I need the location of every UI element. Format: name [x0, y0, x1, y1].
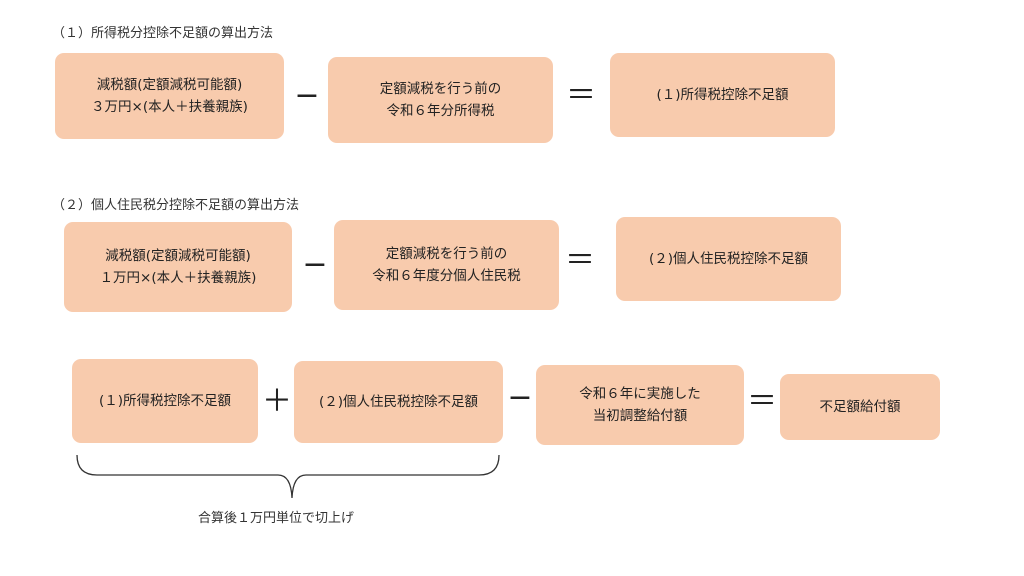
section2-minus-operator: −	[302, 247, 328, 282]
section2-box3-line1: (２)個人住民税控除不足額	[648, 251, 809, 267]
section2-heading: （２）個人住民税分控除不足額の算出方法	[52, 198, 300, 213]
section1-heading: （１）所得税分控除不足額の算出方法	[52, 26, 274, 41]
section3-box2-line1: (２)個人住民税控除不足額	[318, 394, 479, 410]
section3-resident-tax-shortfall-box: (２)個人住民税控除不足額	[294, 361, 503, 443]
section3-box3-line2: 当初調整給付額	[592, 408, 688, 424]
section1-box1-line1: 減税額(定額減税可能額)	[96, 77, 243, 93]
section3-initial-adjustment-box: 令和６年に実施した 当初調整給付額	[536, 365, 744, 445]
section3-income-tax-shortfall-box: (１)所得税控除不足額	[72, 359, 258, 443]
section2-box2-line2: 令和６年度分個人住民税	[372, 268, 521, 284]
section1-tax-reduction-box: 減税額(定額減税可能額) ３万円×(本人＋扶養親族)	[55, 53, 284, 139]
section1-minus-operator: −	[294, 78, 320, 113]
section3-shortfall-benefit-box: 不足額給付額	[780, 374, 940, 440]
section1-result-box: (１)所得税控除不足額	[610, 53, 835, 137]
section2-box1-line2: １万円×(本人＋扶養親族)	[99, 270, 257, 286]
section3-minus-operator: −	[507, 380, 533, 415]
section2-equals-operator: ＝	[565, 243, 595, 278]
section1-box2-line2: 令和６年分所得税	[386, 103, 495, 119]
section3-box3-line1: 令和６年に実施した	[579, 386, 701, 402]
section2-tax-reduction-box: 減税額(定額減税可能額) １万円×(本人＋扶養親族)	[64, 222, 292, 312]
bracket-note: 合算後１万円単位で切上げ	[198, 511, 355, 526]
section2-box1-line1: 減税額(定額減税可能額)	[105, 248, 251, 264]
section3-box1-line1: (１)所得税控除不足額	[98, 393, 232, 409]
section3-box4-line1: 不足額給付額	[819, 399, 901, 415]
section2-box2-line1: 定額減税を行う前の	[385, 246, 508, 262]
section1-box1-line2: ３万円×(本人＋扶養親族)	[91, 99, 248, 115]
section1-box3-line1: (１)所得税控除不足額	[656, 87, 789, 103]
section3-equals-operator: ＝	[747, 384, 777, 419]
section1-income-tax-box: 定額減税を行う前の 令和６年分所得税	[328, 57, 553, 143]
section2-result-box: (２)個人住民税控除不足額	[616, 217, 841, 301]
section1-equals-operator: ＝	[566, 78, 596, 113]
section3-plus-operator: ＋	[262, 384, 292, 419]
section1-box2-line1: 定額減税を行う前の	[379, 81, 502, 97]
section2-resident-tax-box: 定額減税を行う前の 令和６年度分個人住民税	[334, 220, 559, 310]
